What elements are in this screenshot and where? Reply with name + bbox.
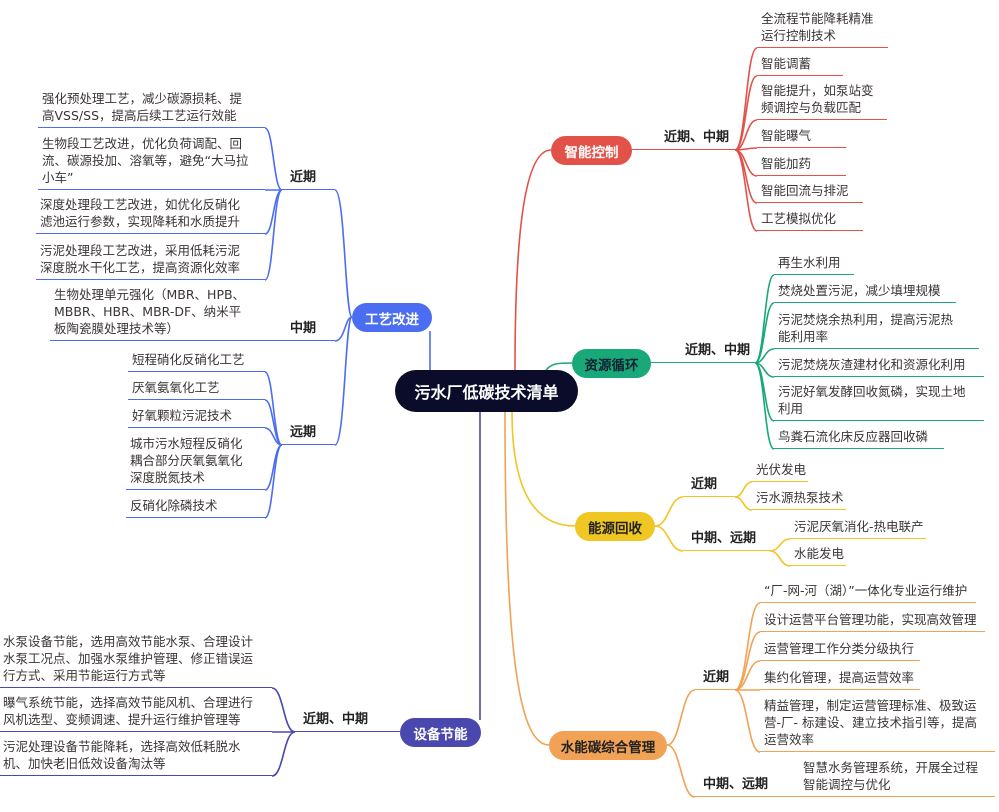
connector-line [734,119,758,151]
connector-line [734,149,758,204]
branch-process-improvement[interactable]: 工艺改进 [352,303,432,332]
leaf-item[interactable]: 厌氧氨氧化工艺 [128,379,265,400]
root-node[interactable]: 污水厂低碳技术清单 [395,370,578,412]
period-label[interactable]: 中期、远期 [683,530,770,551]
connector-line [666,744,696,798]
leaf-item[interactable]: 设计运营平台管理功能，实现高效管理 [760,611,985,632]
connector-line [734,75,758,151]
leaf-item[interactable]: 智能提升，如泵站变 频调控与负载匹配 [757,82,887,120]
leaf-item[interactable]: 再生水利用 [774,254,854,275]
leaf-item[interactable]: 曝气系统节能，选择高效节能风机、合理进行 风机选型、变频调速、提升运行维护管理等 [0,694,272,732]
leaf-item[interactable]: 反硝化除磷技术 [126,497,265,518]
leaf-item[interactable]: 智能回流与排泥 [757,182,863,203]
leaf-item[interactable]: 工艺模拟优化 [757,210,863,231]
connector-line [264,444,283,491]
connector-line [754,362,775,450]
connector-line [754,302,775,364]
connector-line [271,731,296,777]
connector-line [264,189,283,281]
leaf-item[interactable]: 好氧颗粒污泥技术 [128,407,265,428]
period-label[interactable]: 中期 [282,320,335,341]
leaf-item[interactable]: 精益管理，制定运营管理标准、极致运 营-厂- 标建设、建立技术指引等，提高 运营… [760,697,995,752]
period-label[interactable]: 远期 [282,424,335,445]
connector-line [734,147,758,151]
connector-line [754,362,775,422]
leaf-item[interactable]: 水泵设备节能，选用高效节能水泵、合理设计 水泵工况点、加强水泵维护管理、修正错误… [0,633,272,688]
branch-water-energy-carbon-mgmt[interactable]: 水能碳综合管理 [549,731,667,760]
period-label[interactable]: 近期、中期 [295,711,400,732]
connector-line [734,149,758,177]
connector-line [754,348,775,364]
leaf-item[interactable]: 强化预处理工艺，减少碳源损耗、提 高VSS/SS，提高后续工艺运行效能 [38,90,265,128]
leaf-item[interactable]: 污泥焚烧灰渣建材化和资源化利用 [774,356,984,377]
leaf-item[interactable]: 污泥处理段工艺改进，采用低耗污泥 深度脱水干化工艺，提高资源化效率 [36,242,265,280]
connector-line [654,525,684,552]
leaf-item[interactable]: 污泥厌氧消化-热电联产 [790,518,926,539]
connector-line [264,427,283,446]
branch-smart-control[interactable]: 智能控制 [551,136,632,165]
connector-line [666,689,696,746]
leaf-item[interactable]: 光伏发电 [752,461,809,482]
leaf-item[interactable]: 智能调蓄 [757,55,843,76]
leaf-item[interactable]: 集约化管理，提高运营效率 [760,669,920,690]
leaf-item[interactable]: 生物段工艺改进，优化负荷调配、回 流、碳源投加、溶氧等，避免“大马拉 小车” [38,135,265,190]
connector-line [734,149,758,232]
connector-line [734,481,753,498]
connector-line [264,189,283,235]
period-label[interactable]: 中期、远期 [695,776,800,797]
leaf-item[interactable]: 智能曝气 [757,127,846,148]
leaf-item[interactable]: 污泥焚烧余热利用，提高污泥热 能利用率 [774,311,979,349]
branch-equipment-energy-saving[interactable]: 设备节能 [400,718,481,747]
connector-line [654,496,684,527]
period-label[interactable]: 近期、中期 [651,342,755,363]
connector-line [734,602,761,691]
connector-line [734,496,753,511]
connector-line [769,550,791,567]
connector-line [754,362,775,378]
leaf-item[interactable]: 深度处理段工艺改进，如优化反硝化 滤池运行参数，实现降耗和水质提升 [36,196,265,234]
connector-line [264,371,283,446]
period-label[interactable]: 近期 [695,669,735,690]
leaf-item[interactable]: 水能发电 [790,545,847,566]
period-label[interactable]: 近期 [683,476,735,497]
connector-line [734,631,761,691]
connector-line [734,47,758,151]
leaf-item[interactable]: 污水源热泵技术 [752,489,846,510]
branch-energy-recovery[interactable]: 能源回收 [575,512,655,541]
connector-line [754,274,775,364]
branch-resource-cycle[interactable]: 资源循环 [572,349,651,378]
leaf-item[interactable]: 生物处理单元强化（MBR、HPB、 MBBR、HBR、MBR-DF、纳米平 板陶… [50,286,282,341]
connector-line [734,689,761,753]
leaf-item[interactable]: 污泥好氧发酵回收氮磷，实现土地 利用 [774,383,984,421]
connector-line [734,660,761,691]
period-label[interactable]: 近期、中期 [632,129,735,150]
leaf-item[interactable]: 城市污水短程反硝化 耦合部分厌氧氨氧化 深度脱氮技术 [126,435,265,490]
leaf-item[interactable]: 短程硝化反硝化工艺 [128,351,265,372]
connector-line [271,687,296,733]
leaf-item[interactable]: “厂-网-河（湖）”一体化专业运行维护 [760,582,976,603]
leaf-item[interactable]: 污泥处理设备节能降耗，选择高效低耗脱水 机、加快老旧低效设备淘汰等 [0,738,272,776]
connector-line [769,538,791,552]
connector-line [264,444,283,519]
period-label[interactable]: 近期 [282,169,335,190]
connector-line [264,399,283,446]
leaf-item[interactable]: 运营管理工作分类分级执行 [760,640,920,661]
leaf-item[interactable]: 鸟粪石流化床反应器回收磷 [774,428,944,449]
leaf-item[interactable]: 智慧水务管理系统，开展全过程 智能调控与优化 [799,759,995,797]
leaf-item[interactable]: 全流程节能降耗精准 运行控制技术 [757,10,888,48]
leaf-item[interactable]: 智能加药 [757,155,846,176]
leaf-item[interactable]: 焚烧处置污泥，减少填埋规模 [774,282,956,303]
connector-line [264,127,283,191]
